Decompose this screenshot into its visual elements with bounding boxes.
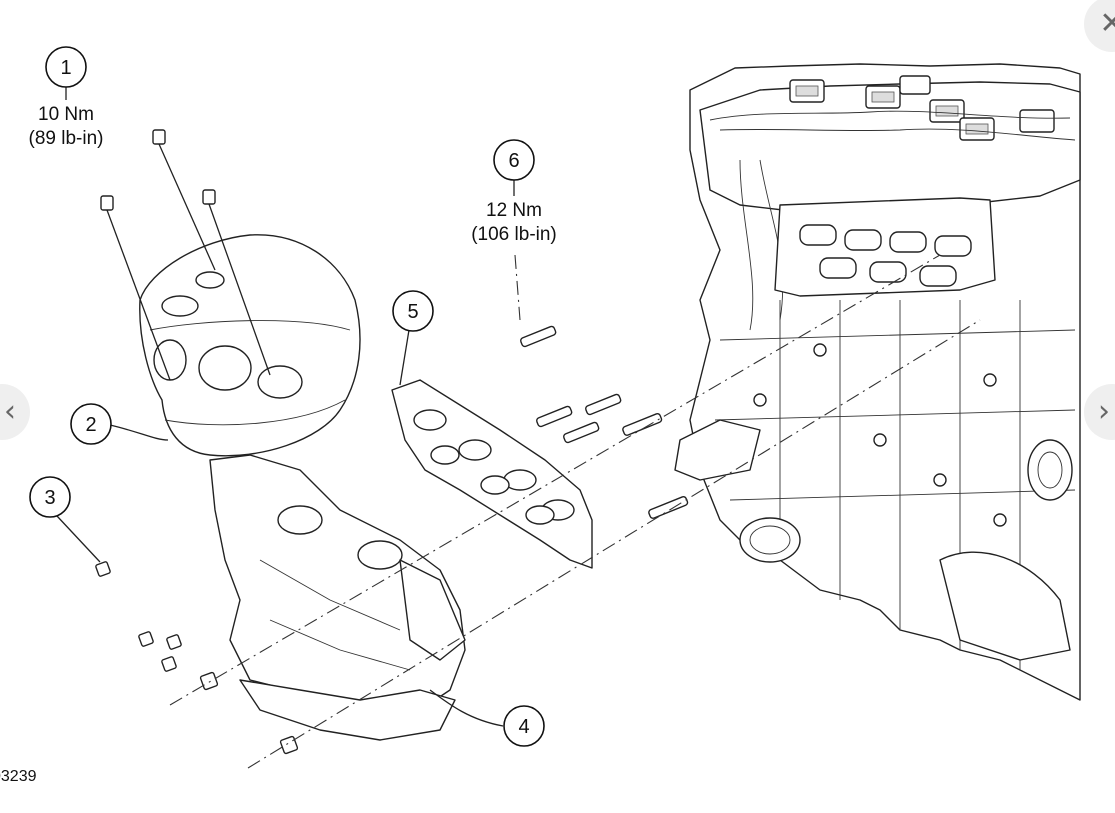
- callout-1-circle: [45, 46, 87, 88]
- chevron-right-icon: ›: [1098, 394, 1110, 429]
- close-icon: ✕: [1099, 6, 1115, 41]
- callout-5-number: 5: [407, 301, 418, 323]
- callout-1-number: 1: [60, 57, 71, 79]
- callout-leaders: [56, 85, 515, 727]
- callout-3-circle: [29, 476, 71, 518]
- callout-6-torque-imperial: (106 lb-in): [471, 224, 557, 245]
- callout-5-circle: [392, 290, 434, 332]
- callout-6: 6 12 Nm (106 lb-in): [471, 139, 557, 245]
- figure-id: 03239: [0, 768, 37, 785]
- callout-2: 2: [70, 403, 112, 445]
- callout-6-torque-nm: 12 Nm: [486, 200, 542, 221]
- callout-6-circle: [493, 139, 535, 181]
- callout-6-number: 6: [508, 150, 519, 172]
- callout-1-torque-imperial: (89 lb-in): [29, 128, 104, 149]
- exhaust-manifold-illustration: [209, 454, 466, 741]
- callout-3-number: 3: [44, 487, 55, 509]
- callout-2-circle: [70, 403, 112, 445]
- alignment-lines: [169, 254, 981, 769]
- callout-2-number: 2: [85, 414, 96, 436]
- callout-4: 4: [503, 705, 545, 747]
- callout-5: 5: [392, 290, 434, 332]
- engine-block-illustration: [674, 63, 1081, 701]
- callout-1: 1 10 Nm (89 lb-in): [29, 46, 104, 149]
- callout-3: 3: [29, 476, 71, 518]
- studs-illustration: [520, 325, 689, 519]
- callout-1-torque-nm: 10 Nm: [38, 104, 94, 125]
- nuts-illustration: [95, 561, 299, 755]
- bolts-illustration: [100, 129, 271, 381]
- callout-4-circle: [503, 705, 545, 747]
- callout-4-number: 4: [518, 716, 529, 738]
- manifold-gasket-illustration: [391, 379, 593, 569]
- chevron-left-icon: ‹: [4, 394, 16, 429]
- heat-shield-illustration: [139, 234, 361, 457]
